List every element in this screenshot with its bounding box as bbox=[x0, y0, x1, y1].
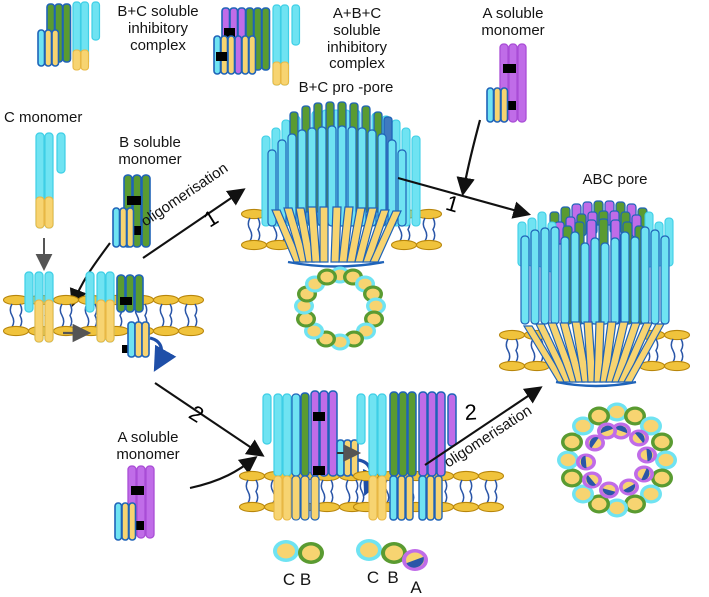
abc-soluble-inhibitory-complex-glyph bbox=[213, 4, 301, 86]
step-number-2b: 2 bbox=[464, 399, 478, 425]
membrane-abc-protomer-glyph bbox=[352, 391, 505, 521]
legend-caption-abc-a: A bbox=[410, 578, 422, 597]
legend-caption-bc: C B bbox=[282, 570, 312, 589]
legend-caption-abc-c: C bbox=[366, 568, 380, 587]
arrow-step2-to-protomer bbox=[154, 382, 265, 457]
arrow-a-monomer-join bbox=[189, 456, 258, 490]
bc-pro-pore-cross-section bbox=[294, 266, 386, 351]
membrane-abc-forming-glyph bbox=[238, 390, 386, 521]
label-abc-soluble-inhibitory-complex: A+B+C soluble inhibitory complex bbox=[326, 5, 388, 73]
membrane-bc-heterodimer-glyph bbox=[85, 271, 177, 372]
abc-pore-glyph bbox=[498, 200, 691, 388]
bc-pro-pore-glyph bbox=[240, 101, 443, 268]
a-soluble-monomer-top-glyph bbox=[486, 43, 527, 123]
label-a-soluble-monomer-bottom: A soluble monomer bbox=[116, 429, 180, 463]
label-bc-pro-pore: B+C pro -pore bbox=[298, 79, 394, 96]
legend-caption-abc-b: B bbox=[387, 568, 399, 587]
abc-pore-cross-section bbox=[557, 402, 677, 518]
arrow-a-monomer-to-abc-pore bbox=[456, 119, 482, 197]
legend-abc-key-glyph bbox=[356, 539, 428, 571]
label-a-soluble-monomer-top: A soluble monomer bbox=[481, 5, 545, 39]
bc-soluble-inhibitory-complex-glyph bbox=[37, 1, 101, 71]
arrow-step1-oligomerisation bbox=[142, 188, 246, 259]
a-soluble-monomer-bottom-glyph bbox=[114, 465, 155, 541]
c-monomer-glyph bbox=[35, 132, 66, 271]
label-abc-pore: ABC pore bbox=[582, 171, 648, 188]
label-b-soluble-monomer: B soluble monomer bbox=[118, 134, 182, 168]
arrow-step2-oligomerisation bbox=[424, 386, 543, 466]
arrow-step1-propore-to-abcpore bbox=[397, 176, 532, 219]
membrane-bound-c-glyph bbox=[24, 271, 54, 343]
label-bc-soluble-inhibitory-complex: B+C soluble inhibitory complex bbox=[117, 3, 199, 54]
legend-bc-key-glyph bbox=[273, 540, 324, 564]
label-c-monomer: C monomer bbox=[4, 109, 83, 126]
